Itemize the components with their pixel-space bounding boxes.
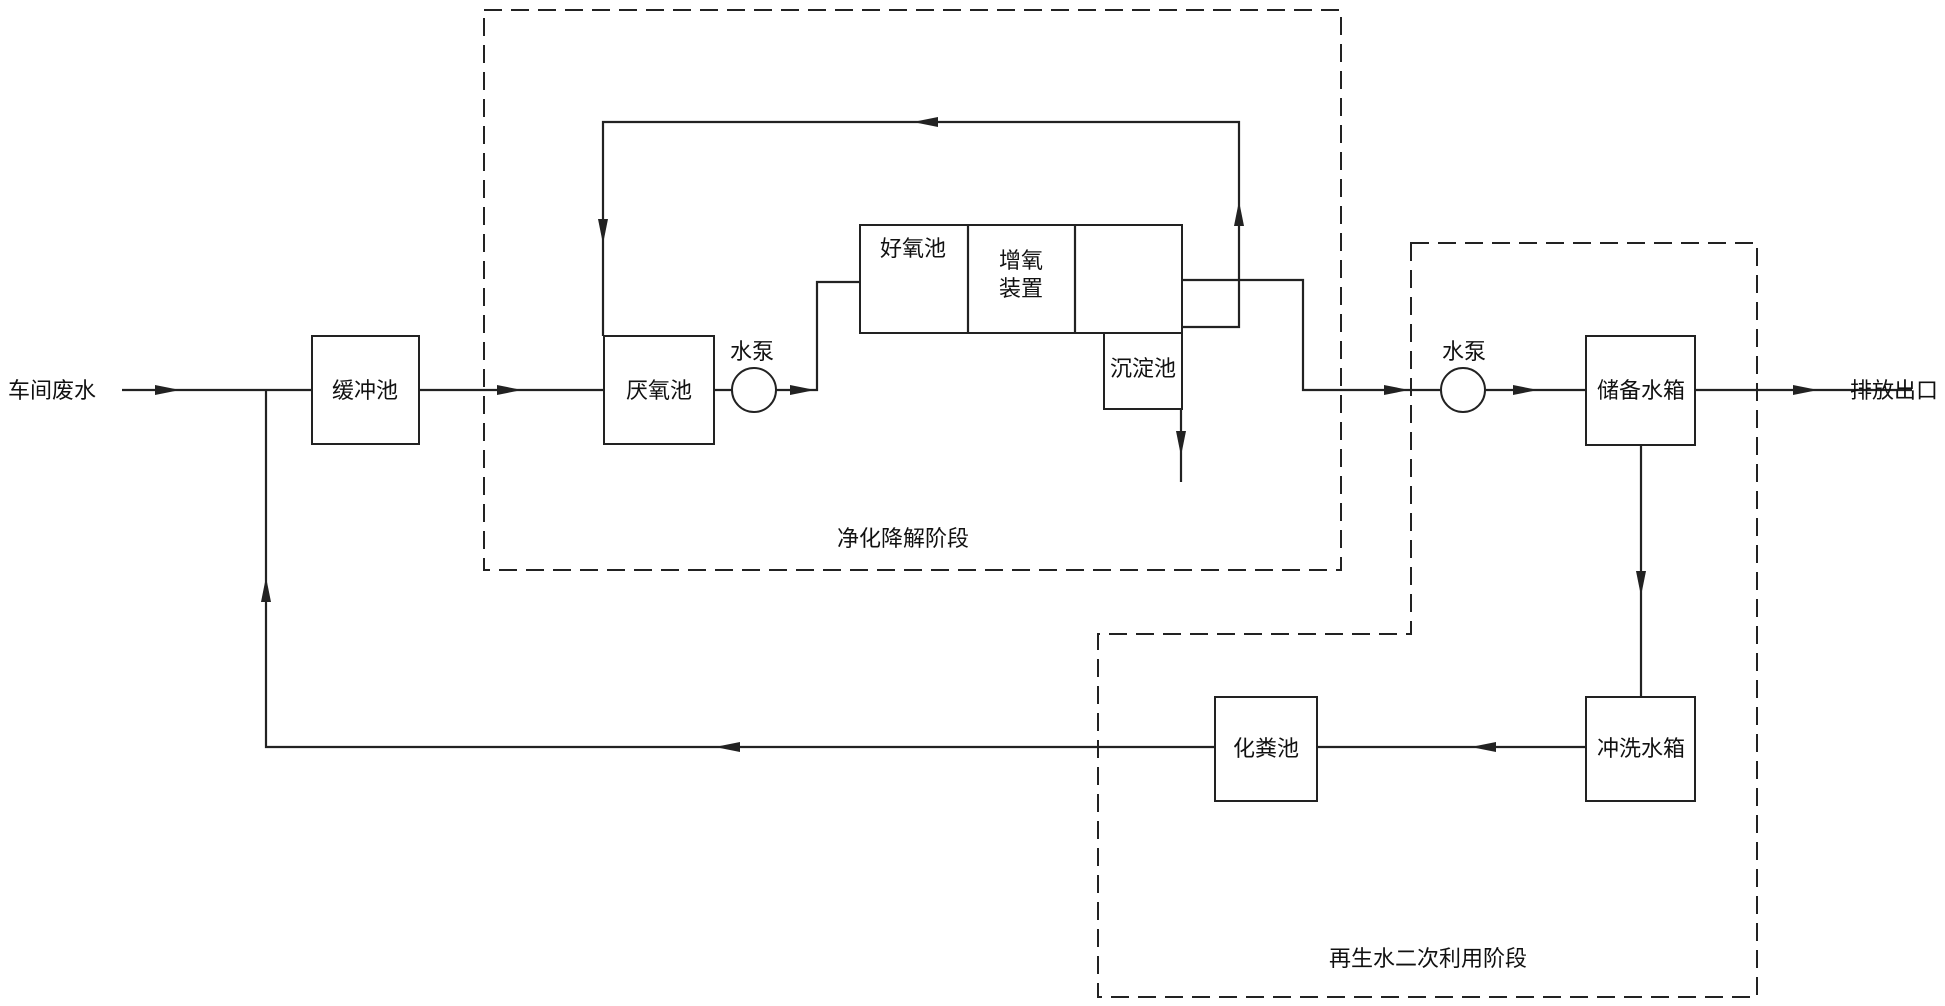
buffer-tank-box — [311, 335, 420, 445]
arrow-storage-down — [1636, 571, 1646, 596]
pump-1-label: 水泵 — [730, 340, 774, 365]
arrow-to-reuse — [1384, 385, 1409, 395]
arrow-pump1-out — [790, 385, 815, 395]
arrow-recirculation-left — [913, 117, 938, 127]
reuse-stage-boundary — [1097, 242, 1758, 998]
pump-1-icon — [731, 367, 777, 413]
arrow-sludge-down — [1176, 431, 1186, 456]
sedimentation-tank-box — [1103, 332, 1183, 410]
arrow-recirculation-up — [1234, 201, 1244, 226]
arrow-inlet — [155, 385, 180, 395]
arrow-to-purification — [497, 385, 522, 395]
flow-arrows — [155, 117, 1818, 752]
arrow-discharge — [1793, 385, 1818, 395]
purification-stage-boundary — [483, 9, 1342, 571]
arrow-flush-left — [1471, 742, 1496, 752]
pump-2-icon — [1440, 367, 1486, 413]
discharge-outlet-label: 排放出口 — [1850, 379, 1938, 404]
flush-tank-box — [1585, 696, 1696, 802]
storage-tank-box — [1585, 335, 1696, 446]
anaerobic-tank-box — [603, 335, 715, 445]
aeration-device-label-1: 增氧 — [999, 249, 1043, 274]
septic-tank-box — [1214, 696, 1318, 802]
arrow-pump2-out — [1513, 385, 1538, 395]
flush-tank-label: 冲洗水箱 — [1597, 737, 1685, 762]
reuse-stage-label: 再生水二次利用阶段 — [1329, 947, 1527, 972]
anaerobic-tank-label: 厌氧池 — [626, 379, 692, 404]
aeration-device-label-2: 装置 — [999, 277, 1043, 302]
arrow-recirculation-down — [598, 219, 608, 244]
septic-tank-label: 化粪池 — [1233, 737, 1299, 762]
aerobic-tank-label: 好氧池 — [880, 237, 946, 262]
aerobic-tank-box — [859, 224, 1183, 334]
workshop-wastewater-label: 车间废水 — [8, 379, 96, 404]
pump-2-label: 水泵 — [1442, 340, 1486, 365]
buffer-tank-label: 缓冲池 — [332, 379, 398, 404]
storage-tank-label: 储备水箱 — [1597, 379, 1685, 404]
purification-stage-label: 净化降解阶段 — [837, 527, 969, 552]
arrow-septic-left — [715, 742, 740, 752]
sedimentation-tank-label: 沉淀池 — [1110, 357, 1176, 382]
arrow-return-up — [261, 577, 271, 602]
